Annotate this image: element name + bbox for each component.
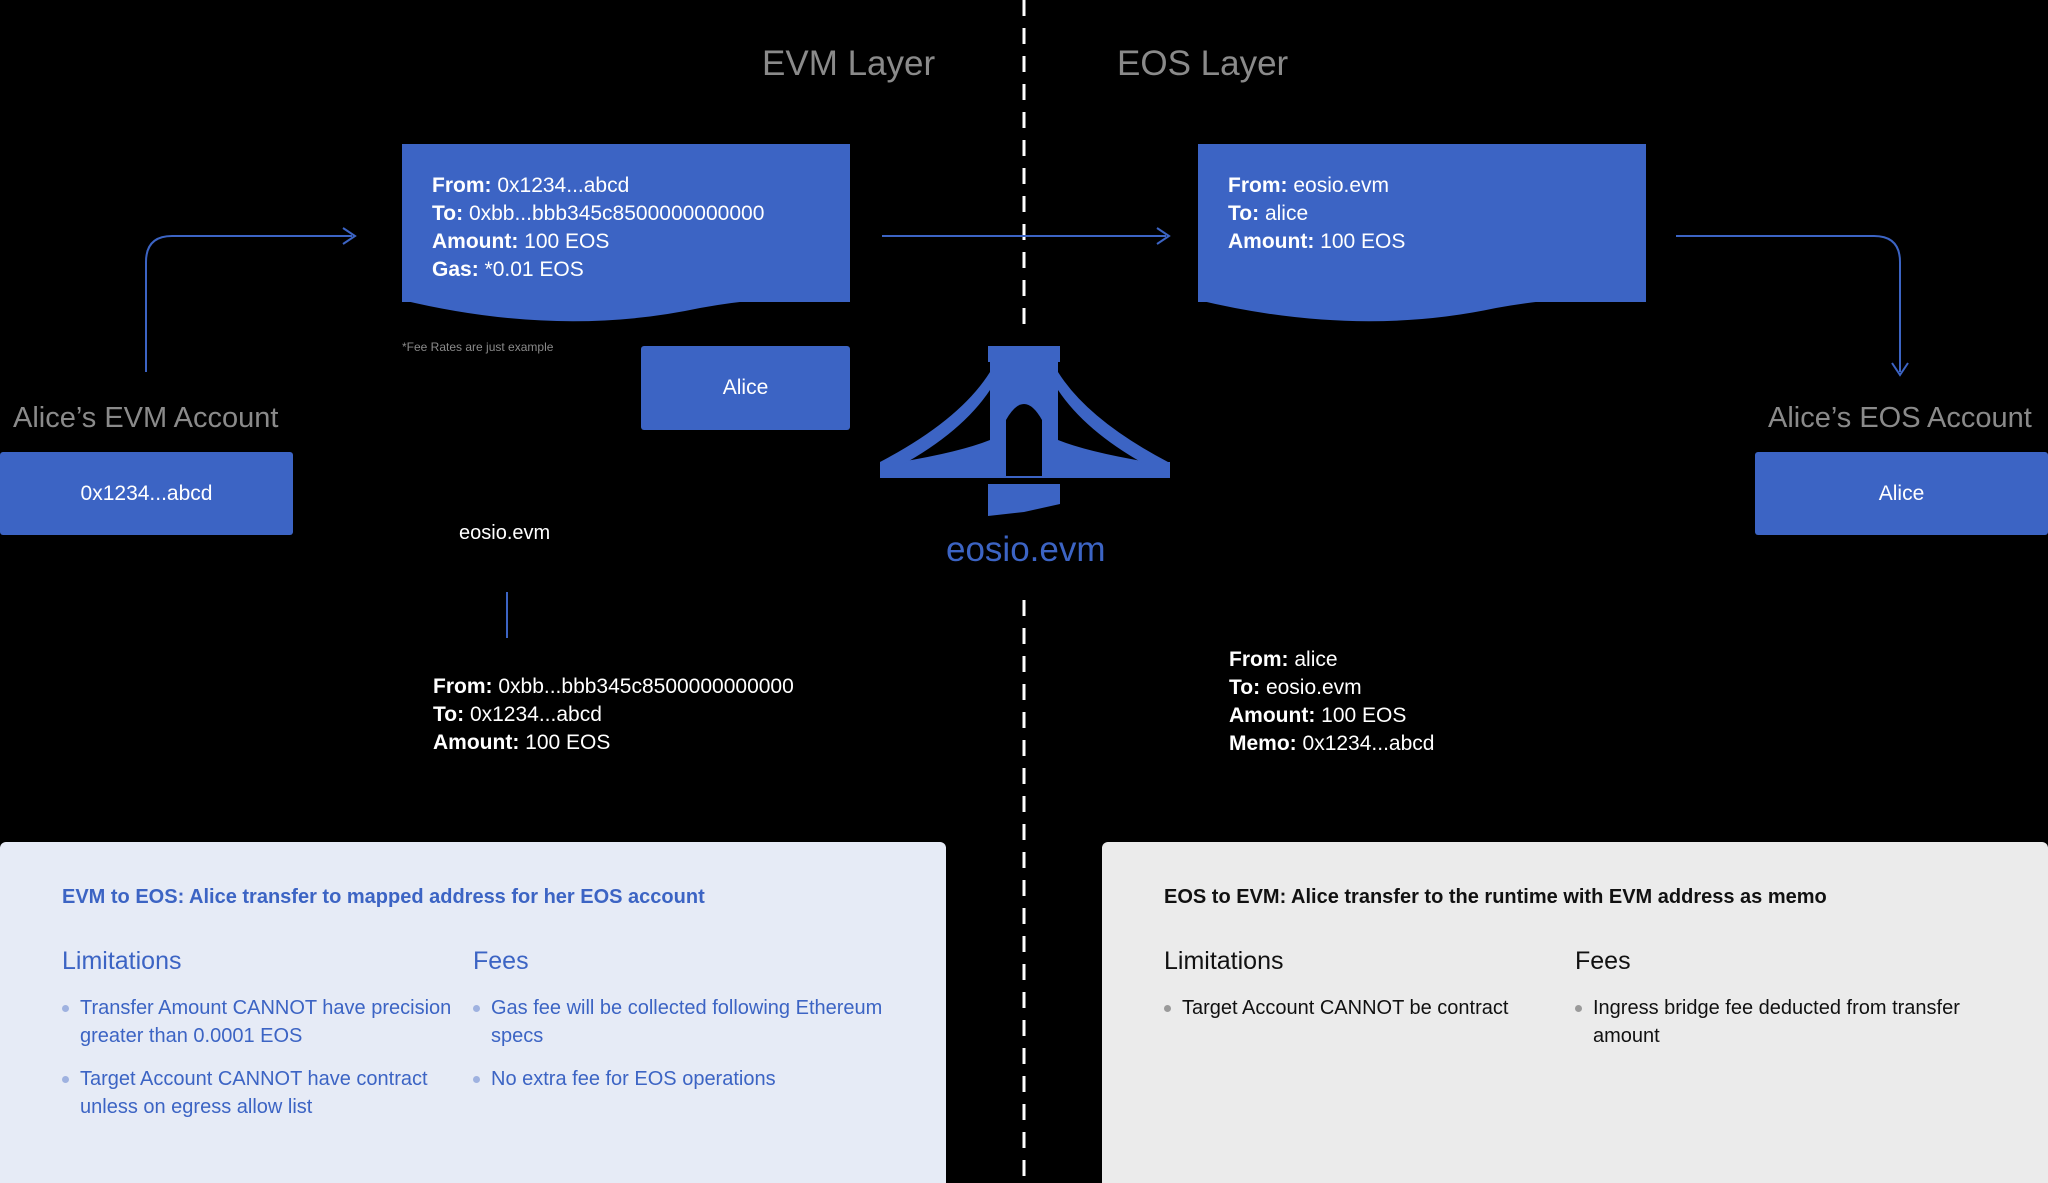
tx-line: Gas: *0.01 EOS xyxy=(432,258,584,281)
tx-line: Amount: 100 EOS xyxy=(1229,704,1407,727)
eos-to-evm-panel: EOS to EVM: Alice transfer to the runtim… xyxy=(1102,842,2048,1183)
evm-tx-card: From: 0x1234...abcd To: 0xbb...bbb345c85… xyxy=(402,144,850,302)
tx-line: Amount: 100 EOS xyxy=(433,731,611,754)
tx-line: To: alice xyxy=(1228,202,1309,225)
fees-column: Fees Ingress bridge fee deducted from tr… xyxy=(1575,947,1986,1065)
fee-footnote: *Fee Rates are just example xyxy=(402,340,554,354)
evm-layer-title: EVM Layer xyxy=(762,44,936,83)
list-item: Ingress bridge fee deducted from transfe… xyxy=(1575,994,1986,1050)
list-item: Target Account CANNOT be contract xyxy=(1164,994,1575,1022)
list-item: Target Account CANNOT have contract unle… xyxy=(62,1065,473,1121)
eos-tx-card: From: eosio.evm To: alice Amount: 100 EO… xyxy=(1198,144,1646,302)
tx-line: From: 0xbb...bbb345c8500000000000 xyxy=(433,675,794,698)
tx-line: From: 0x1234...abcd xyxy=(432,174,630,197)
list-item: Gas fee will be collected following Ethe… xyxy=(473,994,884,1050)
tx-line: To: 0xbb...bbb345c8500000000000 xyxy=(432,202,765,225)
evm-account-title: Alice’s EVM Account xyxy=(13,402,279,434)
eos-account-title: Alice’s EOS Account xyxy=(1768,402,2032,434)
bridge-label: eosio.evm xyxy=(946,530,1106,569)
list-item: No extra fee for EOS operations xyxy=(473,1065,884,1093)
eos-return-tx: From: alice To: eosio.evm Amount: 100 EO… xyxy=(1229,646,1434,758)
panel-title: EOS to EVM: Alice transfer to the runtim… xyxy=(1164,886,1827,908)
evm-signer-box: Alice xyxy=(641,346,850,430)
evm-return-tx: From: 0xbb...bbb345c8500000000000 To: 0x… xyxy=(433,673,794,757)
tx-line: To: eosio.evm xyxy=(1229,676,1362,699)
list-item: Transfer Amount CANNOT have precision gr… xyxy=(62,994,473,1050)
limitations-title: Limitations xyxy=(1164,947,1284,975)
eos-account-box: Alice xyxy=(1755,452,2048,535)
tx-line: Amount: 100 EOS xyxy=(432,230,610,253)
tx-line: Memo: 0x1234...abcd xyxy=(1229,732,1435,755)
fees-title: Fees xyxy=(1575,947,1631,975)
tx-line: Amount: 100 EOS xyxy=(1228,230,1406,253)
evm-signer-name: Alice xyxy=(722,376,769,399)
limitations-column: Limitations Target Account CANNOT be con… xyxy=(1164,947,1575,1065)
evm-return-signer: eosio.evm xyxy=(459,522,551,544)
eos-account-name: Alice xyxy=(1878,481,1925,505)
evm-account-box: 0x1234...abcd xyxy=(0,452,293,535)
tx-line: From: eosio.evm xyxy=(1228,174,1390,197)
arrow-evm-account-to-tx xyxy=(145,235,352,372)
tx-line: To: 0x1234...abcd xyxy=(433,703,602,726)
eos-layer-title: EOS Layer xyxy=(1117,44,1289,83)
fees-title: Fees xyxy=(473,947,529,975)
limitations-title: Limitations xyxy=(62,947,182,975)
arrow-eos-tx-to-eos-account xyxy=(1676,235,1901,372)
limitations-column: Limitations Transfer Amount CANNOT have … xyxy=(62,947,473,1136)
evm-account-address: 0x1234...abcd xyxy=(80,481,213,505)
panel-title: EVM to EOS: Alice transfer to mapped add… xyxy=(62,886,705,908)
tx-line: From: alice xyxy=(1229,648,1338,671)
fees-column: Fees Gas fee will be collected following… xyxy=(473,947,884,1136)
evm-to-eos-panel: EVM to EOS: Alice transfer to mapped add… xyxy=(0,842,946,1183)
